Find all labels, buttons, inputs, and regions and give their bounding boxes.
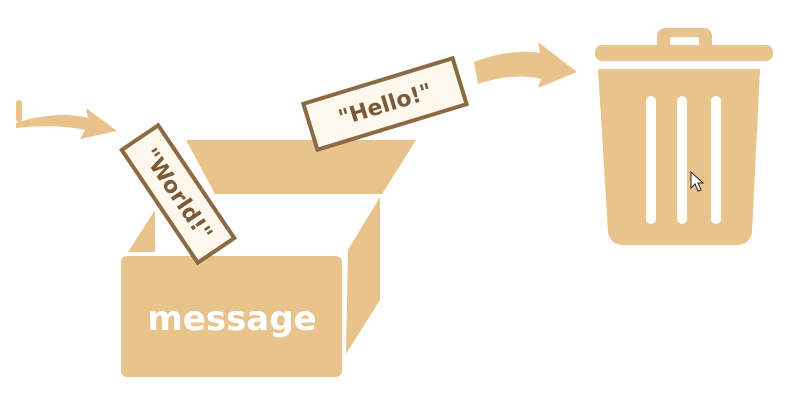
- mouse-cursor-icon: [690, 170, 705, 192]
- variable-box: message: [121, 140, 416, 377]
- trash-can-icon: [595, 28, 773, 245]
- old-value-tag: "Hello!": [300, 55, 470, 153]
- box-side-panel: [346, 197, 380, 354]
- box-front: [121, 256, 342, 377]
- box-left-flap: [128, 210, 155, 252]
- box-back-flap: [186, 140, 416, 194]
- incoming-arrow-icon: [16, 100, 117, 139]
- box-label: message: [147, 299, 316, 339]
- outgoing-arrow-icon: [474, 42, 577, 88]
